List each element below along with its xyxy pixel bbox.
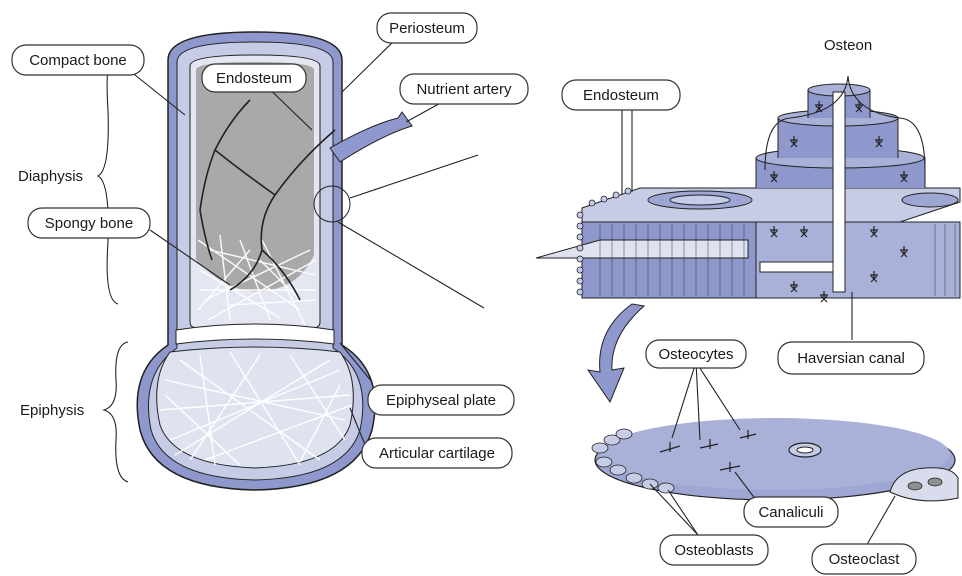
compact-bone-slab-side [756,222,960,298]
svg-text:Epiphysis: Epiphysis [20,402,84,419]
svg-text:Osteon: Osteon [824,37,872,54]
label-canaliculi: Canaliculi [744,497,838,527]
svg-text:Diaphysis: Diaphysis [18,168,83,185]
label-endosteum-left: Endosteum [202,64,306,92]
svg-text:Osteoblasts: Osteoblasts [674,542,753,559]
compact-bone-slab-front [582,222,756,298]
label-epiphyseal-plate: Epiphyseal plate [368,385,514,415]
svg-text:Osteoclast: Osteoclast [829,551,901,568]
label-spongy-bone: Spongy bone [28,208,150,238]
label-periosteum: Periosteum [377,13,477,43]
label-haversian-canal: Haversian canal [778,342,924,374]
svg-text:Endosteum: Endosteum [583,87,659,104]
svg-text:Compact bone: Compact bone [29,52,127,69]
svg-text:Canaliculi: Canaliculi [758,504,823,521]
label-epiphysis: Epiphysis [20,402,84,419]
label-nutrient-artery: Nutrient artery [400,74,528,104]
label-diaphysis: Diaphysis [18,168,83,185]
compact-bone-slab-top [582,188,960,222]
haversian-canal-tube [833,92,845,292]
svg-text:Spongy bone: Spongy bone [45,215,133,232]
label-osteoblasts: Osteoblasts [660,535,768,565]
region-braces [98,48,128,482]
label-articular-cartilage: Articular cartilage [362,438,512,468]
label-osteocytes: Osteocytes [646,340,746,368]
label-endosteum-right: Endosteum [562,80,680,110]
volkmann-canal [760,262,833,272]
svg-text:Nutrient artery: Nutrient artery [416,81,512,98]
label-compact-bone: Compact bone [12,45,144,75]
label-osteoclast: Osteoclast [812,544,916,574]
endosteum-spike [536,240,748,258]
svg-text:Epiphyseal plate: Epiphyseal plate [386,392,496,409]
label-osteon: Osteon [824,37,872,54]
svg-text:Periosteum: Periosteum [389,20,465,37]
svg-text:Haversian canal: Haversian canal [797,350,905,367]
svg-text:Articular cartilage: Articular cartilage [379,445,495,462]
lamella-disc-illustration [592,418,958,501]
svg-text:Osteocytes: Osteocytes [658,346,733,363]
zoom-arrow [588,304,644,402]
svg-text:Endosteum: Endosteum [216,70,292,87]
